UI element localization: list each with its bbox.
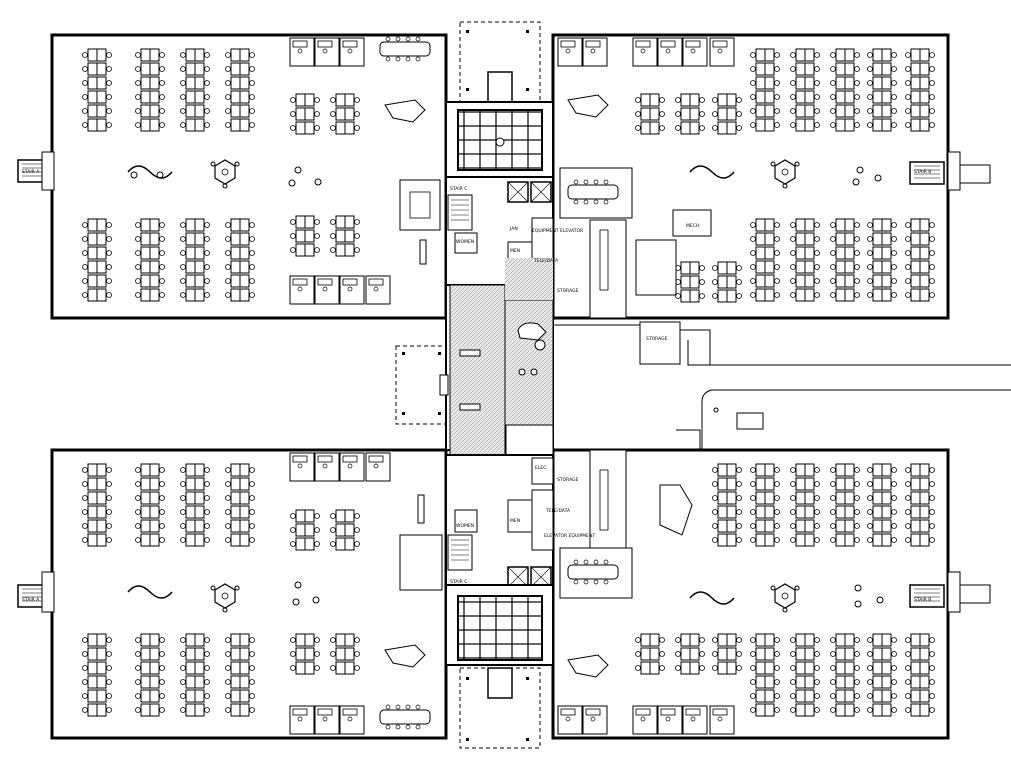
label-elev-equip-bot: ELEVATOR EQUIPMENT xyxy=(544,533,595,539)
label-storage-top: STORAGE xyxy=(557,288,579,294)
label-stair-b-top: STAIR B xyxy=(914,169,931,175)
wing-top-left xyxy=(17,33,448,320)
label-stair-a-bot: STAIR A xyxy=(22,597,40,603)
label-stair-c-top: STAIR C xyxy=(450,186,467,192)
wing-top-right xyxy=(551,33,991,320)
label-jan-top: JAN xyxy=(509,226,518,232)
label-teledata-top: TELE/DATA xyxy=(533,258,559,264)
label-men-bot: MEN xyxy=(510,518,520,524)
label-teledata-bot: TELE/DATA xyxy=(545,508,571,514)
label-equip-elev-top: EQUIPMENT ELEVATOR xyxy=(532,228,583,234)
label-stair-b-bot: STAIR B xyxy=(914,597,931,603)
label-women-top: WOMEN xyxy=(456,239,474,245)
label-mech: MECH xyxy=(686,223,699,229)
label-men-top: MEN xyxy=(510,248,520,254)
label-elec: ELEC xyxy=(535,465,546,471)
label-storage-bot: STORAGE xyxy=(557,477,579,483)
wing-bottom-right xyxy=(551,448,991,740)
label-storage-mid: STORAGE xyxy=(646,336,668,342)
label-women-bot: WOMEN xyxy=(456,523,474,529)
label-stair-a-top: STAIR A xyxy=(22,169,40,175)
label-stair-c-bot: STAIR C xyxy=(450,579,467,585)
central-core xyxy=(395,21,1011,749)
room-labels: STAIR A STAIR B STAIR C WOMEN MEN JAN EQ… xyxy=(22,169,931,603)
wing-bottom-left xyxy=(17,448,448,740)
